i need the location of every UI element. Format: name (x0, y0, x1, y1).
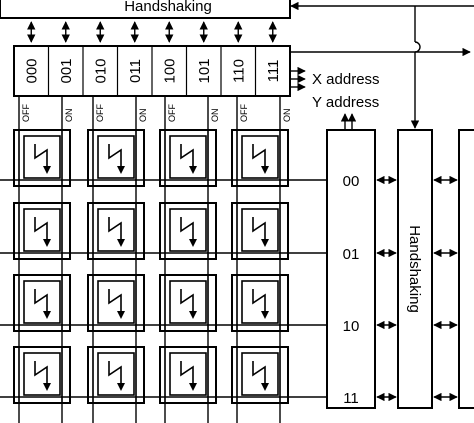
switch-label: OFF (239, 104, 249, 122)
switch-cell (87, 346, 145, 404)
switch-cell (13, 129, 71, 187)
switch-label: OFF (95, 104, 105, 122)
switch-icon (34, 217, 51, 247)
switch-cell (159, 274, 217, 332)
address-decoder: 00 01 10 11 (326, 129, 376, 409)
switch-cell (231, 202, 289, 260)
switch-icon (180, 217, 197, 247)
side-arrows (376, 175, 458, 402)
switch-label: ON (138, 109, 148, 123)
code-label: 100 (161, 58, 178, 83)
switch-cell (159, 129, 217, 187)
top-handshaking-label: Handshaking (124, 0, 212, 15)
row-address-label: 11 (343, 390, 359, 407)
y-address-arrows (340, 113, 357, 130)
bus-connectors (27, 21, 277, 43)
top-handshaking-block: Handshaking (0, 0, 291, 19)
switch-cell (159, 202, 217, 260)
code-label: 110 (230, 59, 247, 83)
switch-cell (13, 274, 71, 332)
switch-label: OFF (167, 104, 177, 122)
row-address-label: 01 (343, 246, 360, 263)
code-label: 111 (265, 60, 282, 83)
switch-label: ON (210, 109, 220, 123)
code-label: 001 (58, 58, 75, 83)
switch-icon (252, 361, 269, 391)
code-label: 011 (127, 59, 144, 83)
register-outputs (291, 47, 471, 92)
right-edge-block (458, 129, 474, 409)
code-label: 000 (23, 58, 40, 83)
code-label: 101 (196, 58, 213, 83)
switch-icon (108, 144, 125, 174)
switch-cell (13, 346, 71, 404)
switch-cell (231, 274, 289, 332)
switch-icon (180, 144, 197, 174)
right-handshaking-block: Handshaking (397, 129, 433, 409)
row-wires (0, 179, 327, 398)
switch-icon (180, 289, 197, 319)
switch-icon (34, 144, 51, 174)
row-address-label: 10 (343, 318, 360, 335)
switch-icon (34, 289, 51, 319)
switch-label: ON (64, 109, 74, 123)
switch-icon (180, 361, 197, 391)
switch-icon (108, 289, 125, 319)
switch-label: OFF (21, 104, 31, 122)
x-address-label: X address (312, 71, 380, 88)
switch-array (13, 129, 289, 404)
switch-icon (252, 289, 269, 319)
switch-icon (252, 144, 269, 174)
switch-cell (159, 346, 217, 404)
switch-cell (87, 129, 145, 187)
switch-cell (231, 129, 289, 187)
switch-icon (252, 217, 269, 247)
switch-cell (87, 274, 145, 332)
switch-labels: OFF ON OFF ON OFF ON OFF ON (21, 104, 292, 122)
switch-label: ON (282, 109, 292, 123)
code-label: 010 (92, 58, 109, 83)
switch-cell (87, 202, 145, 260)
right-handshaking-label: Handshaking (406, 225, 423, 313)
switch-icon (108, 361, 125, 391)
y-address-label: Y address (312, 94, 379, 111)
row-address-label: 00 (343, 173, 360, 190)
switch-cell (13, 202, 71, 260)
switch-icon (34, 361, 51, 391)
code-register: 000 001 010 011 100 101 110 111 (13, 45, 291, 97)
switch-cell (231, 346, 289, 404)
switch-icon (108, 217, 125, 247)
